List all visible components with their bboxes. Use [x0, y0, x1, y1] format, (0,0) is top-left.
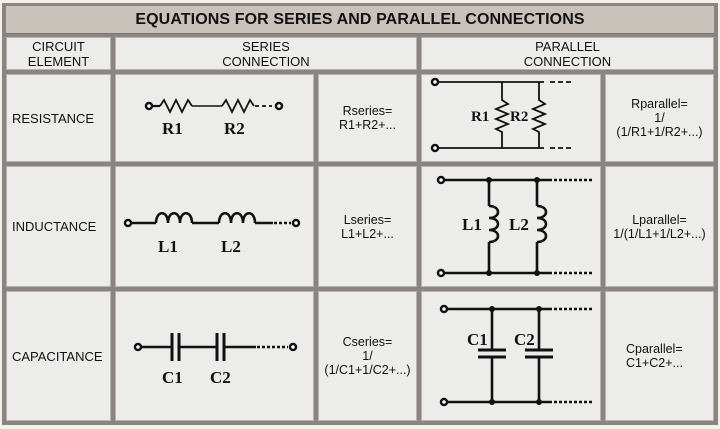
formula-line: Cseries= [342, 335, 393, 349]
series-inductor-diagram: L1 L2 [115, 166, 314, 287]
formula-line: C1+C2+... [626, 356, 683, 370]
series-capacitor-circuit: C1 C2 [133, 333, 298, 387]
row-label-inductance: INDUCTANCE [6, 166, 111, 287]
series-capacitor-diagram: C1 C2 [115, 291, 314, 421]
label-r2: R2 [224, 119, 245, 138]
series-capacitance-formula: Cseries= 1/ (1/C1+1/C2+...) [318, 291, 417, 421]
formula-line: L1+L2+... [341, 226, 394, 241]
header-line: CIRCUIT [32, 38, 85, 54]
label-l2: L2 [221, 237, 241, 256]
formula-line: Rparallel= [631, 97, 688, 111]
label-l1: L1 [158, 237, 178, 256]
formula-line: 1/ [654, 111, 665, 125]
series-resistor-circuit: R1 R2 [144, 97, 284, 138]
header-series-connection: SERIES CONNECTION [115, 37, 417, 70]
parallel-inductor-diagram: L1 L2 [421, 166, 601, 287]
label-r2-parallel: R2 [510, 109, 528, 125]
formula-line: (1/C1+1/C2+...) [324, 363, 411, 377]
parallel-capacitor-diagram: C1 C2 [421, 291, 601, 421]
formula-line: 1/(1/L1+1/L2+...) [613, 226, 706, 241]
formula-line: 1/ [362, 349, 373, 363]
header-line: CONNECTION [222, 53, 310, 69]
series-inductor-circuit: L1 L2 [123, 211, 301, 256]
header-line: CONNECTION [523, 53, 612, 69]
header-line: SERIES [242, 38, 290, 54]
equations-table: EQUATIONS FOR SERIES AND PARALLEL CONNEC… [2, 3, 718, 425]
formula-line: Lseries= [343, 212, 392, 227]
label-r1: R1 [162, 119, 183, 138]
parallel-capacitance-formula: Cparallel= C1+C2+... [605, 291, 714, 421]
formula-line: Lparallel= [632, 212, 687, 227]
header-circuit-element: CIRCUIT ELEMENT [6, 37, 111, 70]
formula-line: R1+R2+... [339, 118, 396, 132]
label-l1-parallel: L1 [462, 215, 482, 234]
parallel-resistance-formula: Rparallel= 1/ (1/R1+1/R2+...) [605, 74, 714, 162]
label-r1-parallel: R1 [471, 109, 489, 125]
row-label-capacitance: CAPACITANCE [6, 291, 111, 421]
parallel-capacitor-circuit: C1 C2 [439, 304, 592, 407]
header-line: ELEMENT [27, 53, 90, 69]
label-c2: C2 [210, 368, 231, 387]
table-title: EQUATIONS FOR SERIES AND PARALLEL CONNEC… [6, 6, 714, 34]
label-c1-parallel: C1 [467, 330, 488, 349]
header-parallel-connection: PARALLEL CONNECTION [421, 37, 714, 70]
series-resistor-diagram: R1 R2 [115, 74, 314, 162]
label-l2-parallel: L2 [509, 215, 529, 234]
label-c2-parallel: C2 [514, 330, 535, 349]
series-inductance-formula: Lseries= L1+L2+... [318, 166, 417, 287]
formula-line: (1/R1+1/R2+...) [616, 125, 703, 139]
formula-line: Cparallel= [626, 342, 683, 356]
series-resistance-formula: Rseries= R1+R2+... [318, 74, 417, 162]
formula-line: Rseries= [342, 104, 393, 118]
header-line: PARALLEL [535, 38, 600, 54]
label-c1: C1 [162, 368, 183, 387]
parallel-resistor-circuit: R1 R2 [430, 77, 572, 153]
row-label-resistance: RESISTANCE [6, 74, 111, 162]
parallel-inductor-circuit: L1 L2 [436, 175, 592, 278]
parallel-inductance-formula: Lparallel= 1/(1/L1+1/L2+...) [605, 166, 714, 287]
parallel-resistor-diagram: R1 R2 [421, 74, 601, 162]
